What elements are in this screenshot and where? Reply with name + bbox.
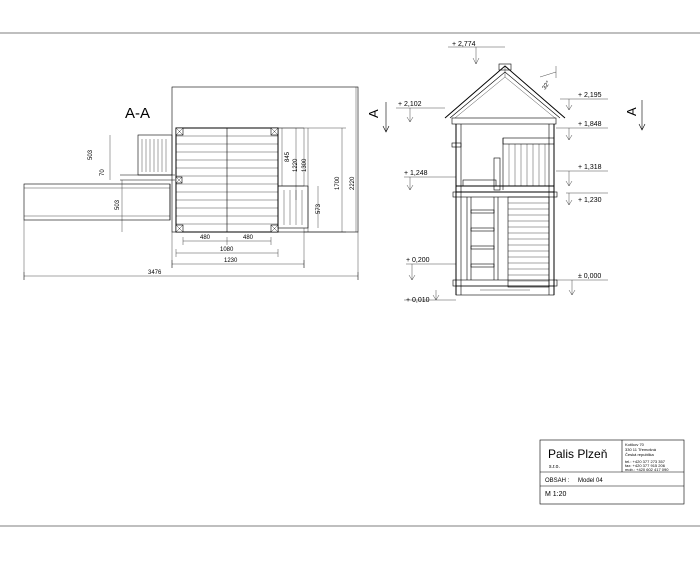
- plan-view: A-A: [23, 86, 359, 280]
- contact-line-1: tel.: +420 377 273 357: [625, 459, 666, 464]
- level-2102: + 2,102: [398, 101, 422, 108]
- dim-1700: 1700: [335, 176, 341, 190]
- level-1848: + 1,848: [578, 121, 602, 128]
- elevation-view: + 2,774 + 2,102 + 2,195 + 1,848 + 1,248 …: [396, 41, 608, 304]
- plan-stairs: [277, 185, 309, 229]
- level-2774: + 2,774: [452, 41, 476, 48]
- contact-line-3: mob.: +420 602 417 090: [625, 467, 669, 472]
- elevation-deck: [455, 185, 555, 193]
- address-line-2: 330 11 Třemošná: [625, 447, 657, 452]
- level-0000: ± 0,000: [578, 273, 601, 280]
- dim-573: 573: [316, 203, 322, 214]
- dim-1300: 1300: [302, 158, 308, 172]
- title-block: Palis Plzeň s.r.o. Kotíkov 70 330 11 Tře…: [539, 439, 685, 505]
- section-marker-left: A: [366, 102, 390, 133]
- plan-horizontal-dimensions: [23, 220, 359, 280]
- dim-480-left: 480: [200, 235, 211, 241]
- section-marker-right-label: A: [624, 107, 639, 116]
- plan-outline: [171, 86, 359, 233]
- contents-value: Model 04: [578, 478, 603, 484]
- contact-line-2: fax: +420 377 915 206: [625, 463, 666, 468]
- dim-480-right: 480: [243, 235, 254, 241]
- dim-70: 70: [100, 169, 106, 176]
- address-line-3: Česká republika: [625, 452, 654, 457]
- level-1248: + 1,248: [404, 170, 428, 177]
- level-1230: + 1,230: [578, 197, 602, 204]
- level-0200: + 0,200: [406, 257, 430, 264]
- level-1318: + 1,318: [578, 164, 602, 171]
- roof-angle: 32°: [542, 80, 552, 91]
- section-marker-right: A: [624, 100, 646, 131]
- dim-845: 845: [285, 151, 291, 162]
- dim-1080: 1080: [220, 247, 234, 253]
- level-0010: + 0,010: [406, 297, 430, 304]
- elevation-climbing-wall: [507, 196, 550, 288]
- dim-3476: 3476: [148, 270, 162, 276]
- plan-balcony: [137, 134, 173, 176]
- contents-label: OBSAH :: [545, 478, 570, 484]
- address-line-1: Kotíkov 70: [625, 442, 645, 447]
- level-2195: + 2,195: [578, 92, 602, 99]
- dim-1230: 1230: [224, 258, 238, 264]
- company-name: Palis Plzeň: [548, 447, 607, 461]
- dim-503-top: 503: [88, 149, 94, 160]
- plan-posts: [175, 127, 279, 233]
- roof-ridge: [498, 63, 512, 71]
- dim-2220: 2220: [350, 176, 356, 190]
- dim-1220: 1220: [293, 158, 299, 172]
- level-lines: [396, 46, 608, 301]
- section-label: A-A: [125, 105, 150, 122]
- dim-503-bottom: 503: [115, 199, 121, 210]
- company-suffix: s.r.o.: [549, 464, 560, 470]
- plan-slide: [23, 183, 171, 221]
- elevation-ladder: [466, 197, 499, 280]
- scale: M 1:20: [545, 491, 567, 498]
- section-marker-left-label: A: [366, 109, 381, 118]
- plan-vertical-dimensions: [109, 87, 357, 233]
